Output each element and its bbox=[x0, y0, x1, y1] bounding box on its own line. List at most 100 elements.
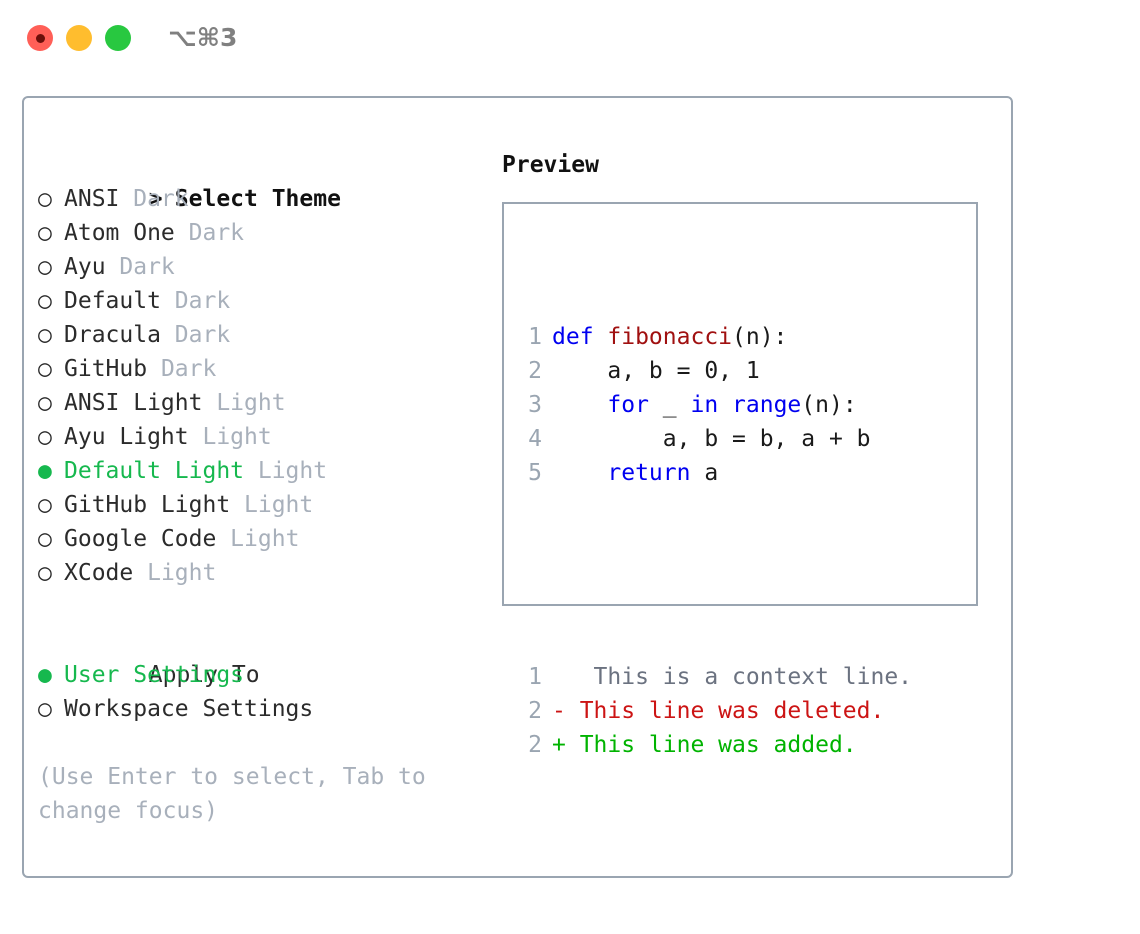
code-token bbox=[718, 392, 732, 418]
code-line: 5 return a bbox=[516, 456, 912, 490]
line-number: 4 bbox=[528, 426, 542, 452]
theme-option-github[interactable]: ○GitHub Dark bbox=[38, 352, 488, 386]
diff-line: 1 This is a context line. bbox=[516, 660, 912, 694]
radio-unselected-icon: ○ bbox=[38, 322, 52, 348]
theme-selector-column: >Select Theme ○ ANSI Dark ○ Atom One Dark ○ A… bbox=[38, 148, 488, 828]
theme-option-ayu[interactable]: ○ Ayu Dark bbox=[38, 250, 488, 284]
theme-option-variant: Light bbox=[230, 492, 314, 518]
theme-option-name: Dracula bbox=[64, 322, 161, 348]
theme-option-name: Atom One bbox=[64, 220, 175, 246]
apply-to-option-user-settings[interactable]: ● User Settings bbox=[38, 658, 488, 692]
code-token bbox=[552, 392, 607, 418]
code-line: 2 a, b = 0, 1 bbox=[516, 354, 912, 388]
theme-option-ansi[interactable]: ○ ANSI Dark bbox=[38, 182, 488, 216]
theme-option-variant: Dark bbox=[174, 220, 245, 246]
theme-option-default[interactable]: ○ Default Dark bbox=[38, 284, 488, 318]
select-theme-heading: >Select Theme bbox=[38, 148, 488, 212]
keyboard-hint: (Use Enter to select, Tab to change focu… bbox=[38, 764, 426, 824]
theme-option-variant: Light bbox=[244, 458, 328, 484]
apply-to-heading: Apply To bbox=[38, 624, 488, 688]
code-token: in bbox=[690, 392, 719, 418]
radio-unselected-icon: ○ bbox=[38, 220, 52, 246]
radio-unselected-icon: ○ bbox=[38, 492, 52, 518]
theme-option-variant: Light bbox=[216, 526, 300, 552]
theme-option-variant: Light bbox=[133, 560, 217, 586]
theme-option-github-light[interactable]: ○ GitHub Light Light bbox=[38, 488, 488, 522]
apply-to-option-workspace-settings[interactable]: ○ Workspace Settings bbox=[38, 692, 488, 726]
theme-option-name: Ayu Light bbox=[64, 424, 189, 450]
theme-option-name: GitHub bbox=[64, 356, 148, 382]
radio-unselected-icon: ○ bbox=[38, 186, 52, 212]
maximize-button[interactable] bbox=[105, 25, 131, 51]
radio-unselected-icon: ○ bbox=[38, 254, 52, 280]
diff-line: 2 - This line was deleted. bbox=[516, 694, 912, 728]
theme-option-name: GitHub Light bbox=[64, 492, 231, 518]
theme-option-name: Ayu bbox=[64, 254, 106, 280]
line-number: 2 bbox=[528, 732, 542, 758]
spacer bbox=[38, 590, 488, 624]
diff-lines: 1 This is a context line. 2 - This line wa… bbox=[516, 660, 912, 762]
apply-to-option-label: User Settings bbox=[64, 662, 245, 688]
radio-unselected-icon: ○ bbox=[38, 424, 52, 450]
theme-option-google-code[interactable]: ○ Google Code Light bbox=[38, 522, 488, 556]
theme-option-name: XCode bbox=[64, 560, 134, 586]
code-token: _ bbox=[648, 392, 691, 418]
apply-to-option-label: Workspace Settings bbox=[64, 696, 314, 722]
theme-option-variant: Dark bbox=[105, 254, 175, 280]
theme-option-name: Google Code bbox=[64, 526, 217, 552]
radio-unselected-icon: ○ bbox=[38, 696, 52, 722]
apply-to-list: ● User Settings ○ Workspace Settings bbox=[38, 658, 488, 726]
diff-line-text: - This line was deleted. bbox=[552, 698, 885, 724]
theme-option-ansi-light[interactable]: ○ ANSI Light Light bbox=[38, 386, 488, 420]
theme-option-atom-one[interactable]: ○ Atom One Dark bbox=[38, 216, 488, 250]
radio-unselected-icon: ○ bbox=[38, 288, 52, 314]
code-token: return bbox=[607, 460, 691, 486]
theme-option-ayu-light[interactable]: ○Ayu Light Light bbox=[38, 420, 488, 454]
code-token: range bbox=[732, 392, 802, 418]
line-number: 3 bbox=[528, 392, 542, 418]
radio-selected-icon: ● bbox=[38, 458, 52, 484]
radio-unselected-icon: ○ bbox=[38, 560, 52, 586]
radio-unselected-icon: ○ bbox=[38, 526, 52, 552]
spacer bbox=[516, 558, 912, 592]
theme-option-name: Default bbox=[64, 288, 161, 314]
apply-to-heading-label: Apply To bbox=[148, 662, 260, 688]
line-number: 1 bbox=[528, 664, 542, 690]
diff-line: 2 + This line was added. bbox=[516, 728, 912, 762]
radio-unselected-icon: ○ bbox=[38, 390, 52, 416]
theme-option-default-light[interactable]: ●Default Light Light bbox=[38, 454, 488, 488]
line-number: 2 bbox=[528, 698, 542, 724]
code-token: (n): bbox=[732, 324, 788, 350]
theme-list: ○ ANSI Dark ○ Atom One Dark ○ Ayu Dark ○ Defaul… bbox=[38, 182, 488, 590]
theme-option-variant: Dark bbox=[119, 186, 189, 212]
line-number: 1 bbox=[528, 324, 542, 350]
keyboard-shortcut-label: ⌥⌘3 bbox=[168, 23, 238, 52]
theme-option-variant: Dark bbox=[160, 322, 231, 348]
line-number: 5 bbox=[528, 460, 542, 486]
line-number: 2 bbox=[528, 358, 542, 384]
diff-line-text: + This line was added. bbox=[552, 732, 857, 758]
traffic-lights bbox=[27, 25, 131, 51]
minimize-button[interactable] bbox=[66, 25, 92, 51]
dialog-panel: >Select Theme ○ ANSI Dark ○ Atom One Dark ○ A… bbox=[22, 96, 1013, 878]
theme-option-variant: Dark bbox=[160, 288, 231, 314]
code-token: a, b = 0, 1 bbox=[552, 358, 760, 384]
code-token: def bbox=[552, 324, 608, 350]
code-line: 3 for _ in range(n): bbox=[516, 388, 912, 422]
theme-option-name: ANSI bbox=[64, 186, 120, 212]
select-theme-heading-label: Select Theme bbox=[174, 186, 341, 212]
theme-option-dracula[interactable]: ○ Dracula Dark bbox=[38, 318, 488, 352]
code-token: (n): bbox=[801, 392, 857, 418]
code-token: fibonacci bbox=[607, 324, 733, 350]
theme-option-name: ANSI Light bbox=[64, 390, 203, 416]
theme-option-xcode[interactable]: ○ XCode Light bbox=[38, 556, 488, 590]
radio-selected-icon: ● bbox=[38, 662, 52, 688]
close-button[interactable] bbox=[27, 25, 53, 51]
code-token: for bbox=[607, 392, 649, 418]
preview-title: Preview bbox=[502, 152, 599, 178]
theme-option-variant: Light bbox=[202, 390, 286, 416]
title-bar: ⌥⌘3 bbox=[0, 0, 1140, 78]
